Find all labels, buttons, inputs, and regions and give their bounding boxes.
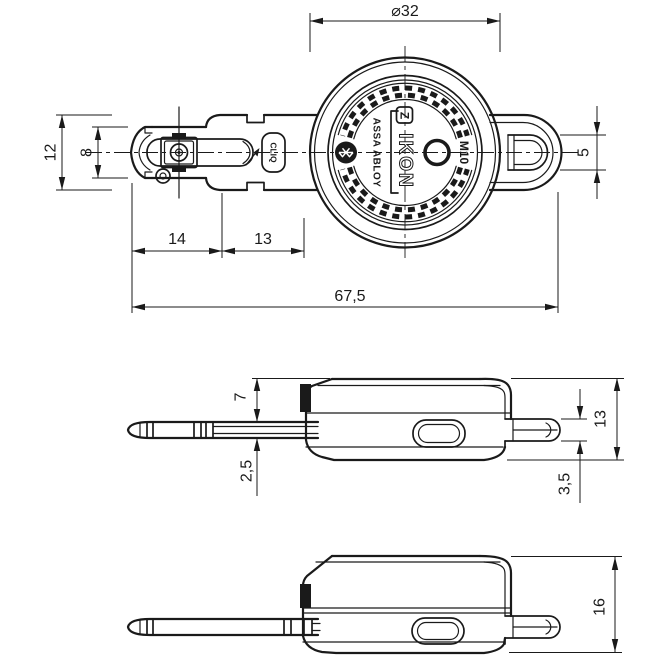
key-head: Z IKON ASSA ABLOY M10 — [308, 56, 502, 249]
dim-13-side: 13 — [507, 378, 624, 461]
side-blade-16 — [126, 617, 321, 637]
capsule-end-line — [242, 140, 251, 165]
dim-text-13b: 13 — [593, 410, 610, 428]
brand-mark-letter: Z — [397, 112, 411, 119]
clip-outer-inner — [489, 121, 554, 184]
dim-text-7: 7 — [233, 392, 250, 401]
clip-outer — [488, 113, 563, 192]
dim-head-diameter: ⌀32 — [309, 3, 501, 52]
side-marker-13 — [300, 384, 311, 412]
side-head-13 — [300, 377, 513, 462]
clip-slot-left — [507, 134, 515, 171]
pin-detail — [155, 168, 171, 184]
side-view-16: 16 — [126, 554, 622, 655]
head-outer-inner-circle — [313, 61, 497, 244]
button-outer-16 — [411, 617, 465, 645]
dim-text-25: 2,5 — [239, 460, 256, 482]
coupling-detail — [160, 133, 198, 172]
side-blade-13 — [126, 420, 320, 440]
head-ring-circle — [327, 74, 483, 231]
meander-band — [337, 82, 473, 223]
dim-text-35: 3,5 — [557, 473, 574, 495]
dim-text-13a: 13 — [254, 231, 272, 248]
blade-notches — [246, 114, 265, 191]
dim-clip-width-5: 5 — [560, 106, 606, 199]
dim-14-13: 14 13 — [131, 183, 305, 313]
key-clip-top — [488, 113, 563, 192]
brand-logo: Z IKON ASSA ABLOY — [371, 106, 416, 194]
blade-tip — [129, 125, 154, 180]
dim-blade-width-8: 8 — [79, 126, 128, 179]
dim-text-12: 12 — [43, 144, 60, 162]
head-ring-inner-circle — [331, 79, 479, 226]
company-text: ASSA ABLOY — [371, 118, 382, 188]
button-outer-13 — [412, 419, 466, 448]
dim-text-14: 14 — [168, 231, 186, 248]
dim-3-5: 3,5 — [557, 389, 587, 503]
dim-7: 7 — [233, 378, 330, 422]
dim-2-5: 2,5 — [239, 438, 261, 496]
head-hole — [423, 138, 451, 167]
side-clip-16 — [504, 615, 561, 639]
side-marker-16 — [300, 584, 311, 608]
button-inner-16 — [416, 621, 460, 641]
brand-mark-box — [395, 106, 414, 124]
head-outer-circle — [308, 56, 502, 249]
blade-tip-inner — [138, 134, 151, 171]
side-head-16 — [300, 554, 513, 655]
thread-marking: M10 — [457, 141, 471, 165]
dim-16: 16 — [509, 556, 622, 653]
key-blade: CLIQ — [129, 113, 319, 192]
clip-slot — [507, 134, 549, 171]
button-inner-13 — [417, 423, 461, 444]
brand-text: IKON — [394, 133, 415, 189]
clip-slot-inner — [513, 139, 543, 166]
top-view: Z IKON ASSA ABLOY M10 — [43, 3, 606, 313]
side-clip-13 — [504, 418, 561, 442]
blade-capsule — [146, 138, 254, 167]
dim-text-675: 67,5 — [334, 288, 365, 305]
dim-text-diameter: ⌀32 — [391, 3, 419, 20]
dim-overall-length: 67,5 — [132, 192, 559, 313]
cliq-badge: CLIQ — [245, 132, 286, 173]
blade-tip-steps — [144, 126, 153, 179]
dim-bow-width-12: 12 — [43, 114, 112, 191]
dim-text-8: 8 — [79, 148, 96, 157]
blade-wide-edges — [204, 113, 319, 192]
bluetooth-icon — [335, 141, 357, 164]
side-view-13: 7 2,5 3,5 13 — [126, 377, 624, 503]
dim-text-16: 16 — [592, 598, 609, 616]
dim-text-5: 5 — [576, 148, 593, 157]
cliq-label: CLIQ — [269, 142, 279, 163]
